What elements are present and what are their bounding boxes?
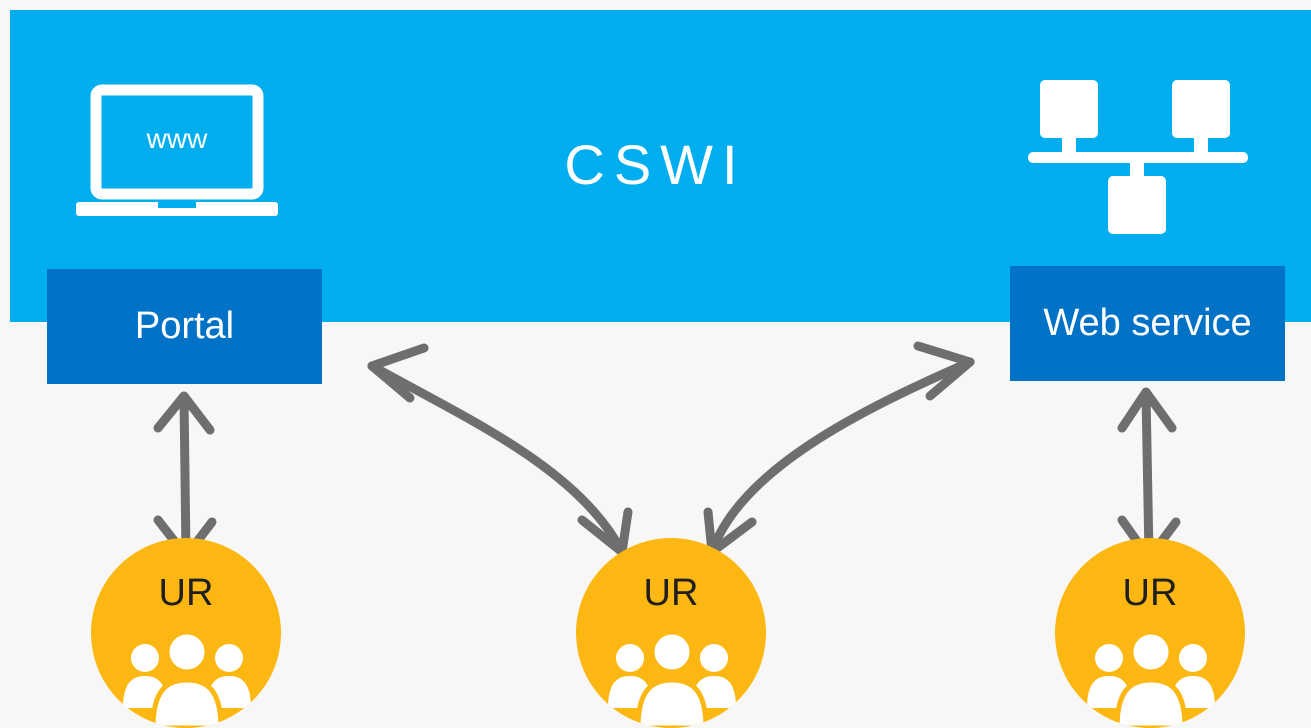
- user-group-icon: [123, 629, 251, 728]
- user-label: UR: [158, 572, 214, 614]
- user-group-right: UR: [1055, 538, 1245, 728]
- user-group-left: UR: [91, 538, 281, 728]
- web-service-box: Web service: [1010, 266, 1285, 381]
- user-group-icon: [1087, 629, 1215, 728]
- double-arrow-icon: [703, 341, 975, 557]
- diagram-title: CSWI: [564, 133, 747, 196]
- user-label: UR: [643, 572, 699, 614]
- web-service-label: Web service: [1043, 302, 1252, 344]
- laptop-icon: www: [76, 84, 278, 216]
- network-icon: [1028, 80, 1248, 234]
- user-group-middle: UR: [576, 538, 766, 728]
- user-group-icon: [608, 629, 736, 728]
- laptop-screen-text: www: [146, 123, 208, 154]
- double-arrow-icon: [367, 343, 633, 557]
- user-label: UR: [1122, 572, 1178, 614]
- double-arrow-icon: [153, 391, 217, 561]
- portal-box: Portal: [47, 269, 322, 384]
- double-arrow-icon: [1117, 387, 1181, 563]
- portal-label: Portal: [134, 305, 235, 347]
